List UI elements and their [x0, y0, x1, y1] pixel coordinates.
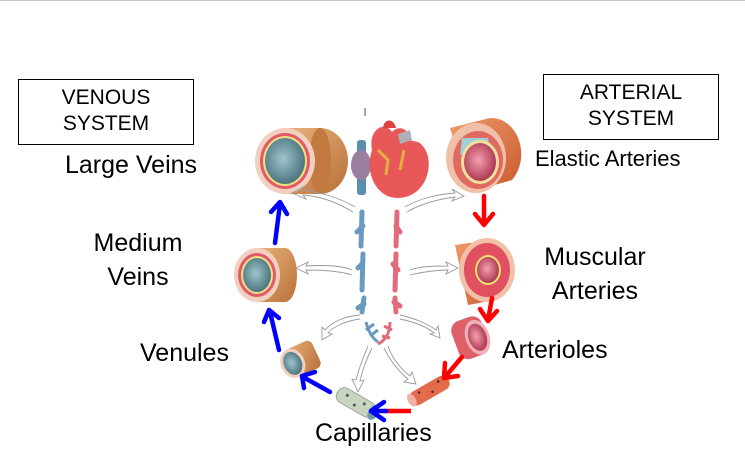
label-muscular-arteries: Muscular Arteries — [530, 240, 660, 308]
label-muscular-arteries-line1: Muscular — [544, 243, 646, 271]
arrow-venules-to-medium-veins — [261, 307, 282, 353]
label-elastic-arteries: Elastic Arteries — [535, 146, 681, 171]
label-muscular-arteries-line2: Arteries — [551, 277, 639, 305]
label-medium-veins: Medium Veins — [78, 226, 198, 294]
venous-flow-arrows — [261, 199, 389, 423]
metarteriole-illustration — [406, 375, 450, 407]
medium-vein-illustration — [234, 248, 297, 302]
large-vein-illustration — [255, 128, 348, 194]
arrow-medium-to-large-veins — [268, 199, 290, 246]
venule-illustration — [280, 340, 321, 378]
arterial-title-line2: SYSTEM — [587, 107, 675, 130]
arteriole-illustration — [451, 316, 491, 360]
outline-arrows — [290, 185, 466, 394]
venous-system-box: VENOUS SYSTEM — [18, 79, 194, 145]
central-vein-column — [354, 209, 367, 315]
capillary-bed — [364, 321, 393, 346]
central-artery-column — [390, 209, 403, 315]
arrow-capillaries-to-venules — [368, 399, 389, 423]
top-border-line — [0, 0, 745, 1]
label-arterioles: Arterioles — [502, 336, 608, 364]
label-medium-veins-line1: Medium — [93, 229, 183, 257]
venous-title-line2: SYSTEM — [62, 112, 150, 135]
arterial-system-box: ARTERIAL SYSTEM — [543, 74, 719, 140]
arrow-capillaries-up-to-venules — [299, 369, 333, 395]
label-capillaries: Capillaries — [315, 419, 432, 447]
arrow-muscular-to-arterioles — [477, 295, 500, 324]
arrow-elastic-to-muscular — [472, 193, 496, 228]
venous-title-line1: VENOUS — [61, 86, 151, 109]
arterial-flow-arrows — [385, 193, 500, 414]
elastic-artery-illustration — [446, 117, 522, 193]
arrow-arterioles-to-capillaries — [441, 354, 465, 381]
heart-illustration — [351, 108, 429, 198]
label-medium-veins-line2: Veins — [107, 263, 169, 291]
muscular-artery-illustration — [455, 238, 515, 305]
arterial-title-line1: ARTERIAL — [579, 81, 683, 104]
label-large-veins: Large Veins — [65, 151, 198, 179]
label-venules: Venules — [140, 339, 229, 367]
